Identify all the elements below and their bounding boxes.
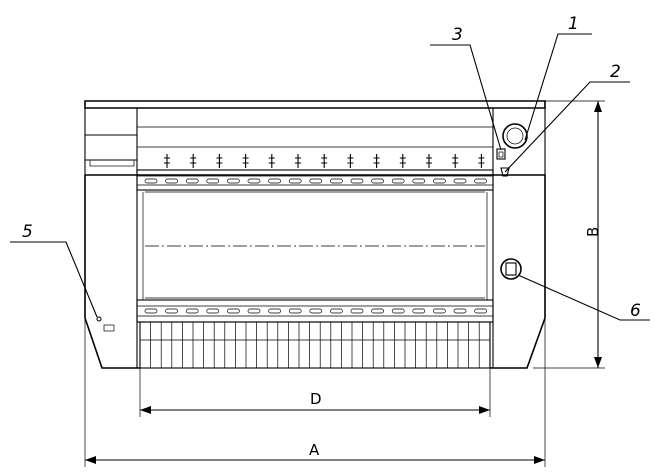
top-clip bbox=[478, 154, 485, 168]
top-clip bbox=[190, 154, 197, 168]
feed-grid bbox=[150, 322, 491, 368]
lower-roller-slots bbox=[144, 308, 487, 314]
roller-slot bbox=[165, 178, 178, 184]
upper-roller-slots bbox=[144, 178, 487, 184]
small-hole-component bbox=[96, 316, 115, 332]
top-clip bbox=[242, 154, 249, 168]
callout-5: 5 bbox=[10, 222, 98, 318]
callout-5-label: 5 bbox=[22, 222, 33, 242]
roller-slot bbox=[412, 308, 426, 314]
indicator-component bbox=[500, 167, 510, 177]
callout-1: 1 bbox=[524, 14, 592, 141]
dimension-D-label: D bbox=[310, 390, 322, 408]
roller-slot bbox=[309, 308, 323, 314]
roller-slot bbox=[165, 308, 178, 314]
callout-6: 6 bbox=[517, 274, 650, 321]
roller-slot bbox=[433, 308, 446, 314]
top-clip bbox=[426, 154, 432, 168]
callout-1-label: 1 bbox=[568, 14, 579, 34]
callout-2-label: 2 bbox=[610, 62, 621, 82]
roller-slot bbox=[309, 178, 323, 184]
roller-slot bbox=[412, 178, 426, 184]
callout-3: 3 bbox=[430, 25, 502, 151]
callout-3-label: 3 bbox=[452, 25, 463, 45]
roller-slot bbox=[474, 308, 487, 314]
dimension-B: B bbox=[533, 100, 605, 369]
roller-slot bbox=[391, 178, 405, 184]
roller-slot bbox=[350, 178, 364, 184]
roller-slot bbox=[268, 178, 281, 184]
dimension-A-label: A bbox=[309, 441, 320, 459]
roller-slot bbox=[433, 178, 446, 184]
top-clip bbox=[164, 154, 170, 168]
roller-slot bbox=[227, 178, 240, 184]
roller-slot bbox=[371, 178, 384, 184]
roller-slot bbox=[144, 308, 158, 314]
roller-slot bbox=[288, 308, 302, 314]
roller-slot bbox=[206, 178, 220, 184]
roller-slot bbox=[185, 308, 199, 314]
roller-slot bbox=[453, 178, 467, 184]
top-clip bbox=[399, 154, 406, 168]
dimension-D: D bbox=[139, 368, 491, 417]
dimension-A: A bbox=[84, 318, 546, 467]
roller-slot bbox=[227, 308, 240, 314]
top-clip bbox=[347, 154, 354, 168]
dimension-B-label: B bbox=[584, 227, 602, 237]
dial-component bbox=[502, 123, 528, 149]
roller-slot bbox=[350, 308, 364, 314]
roller-slot bbox=[330, 308, 343, 314]
machine-body bbox=[84, 100, 546, 369]
top-clip bbox=[268, 154, 275, 168]
button-component bbox=[500, 258, 522, 280]
top-clip-row bbox=[164, 154, 485, 168]
roller-slot bbox=[247, 308, 261, 314]
top-clip bbox=[321, 154, 328, 168]
callout-2: 2 bbox=[504, 62, 630, 173]
top-clip bbox=[452, 154, 459, 168]
roller-slot bbox=[144, 178, 158, 184]
top-clip bbox=[295, 154, 301, 168]
top-clip bbox=[373, 154, 380, 168]
roller-slot bbox=[474, 178, 487, 184]
roller-slot bbox=[288, 178, 302, 184]
roller-slot bbox=[453, 308, 467, 314]
roller-slot bbox=[247, 178, 261, 184]
switch-component bbox=[496, 148, 506, 160]
roller-slot bbox=[391, 308, 405, 314]
roller-slot bbox=[330, 178, 343, 184]
roller-slot bbox=[268, 308, 281, 314]
roller-slot bbox=[371, 308, 384, 314]
callout-6-label: 6 bbox=[630, 301, 641, 321]
roller-slot bbox=[206, 308, 220, 314]
top-clip bbox=[216, 154, 223, 168]
roller-slot bbox=[185, 178, 199, 184]
